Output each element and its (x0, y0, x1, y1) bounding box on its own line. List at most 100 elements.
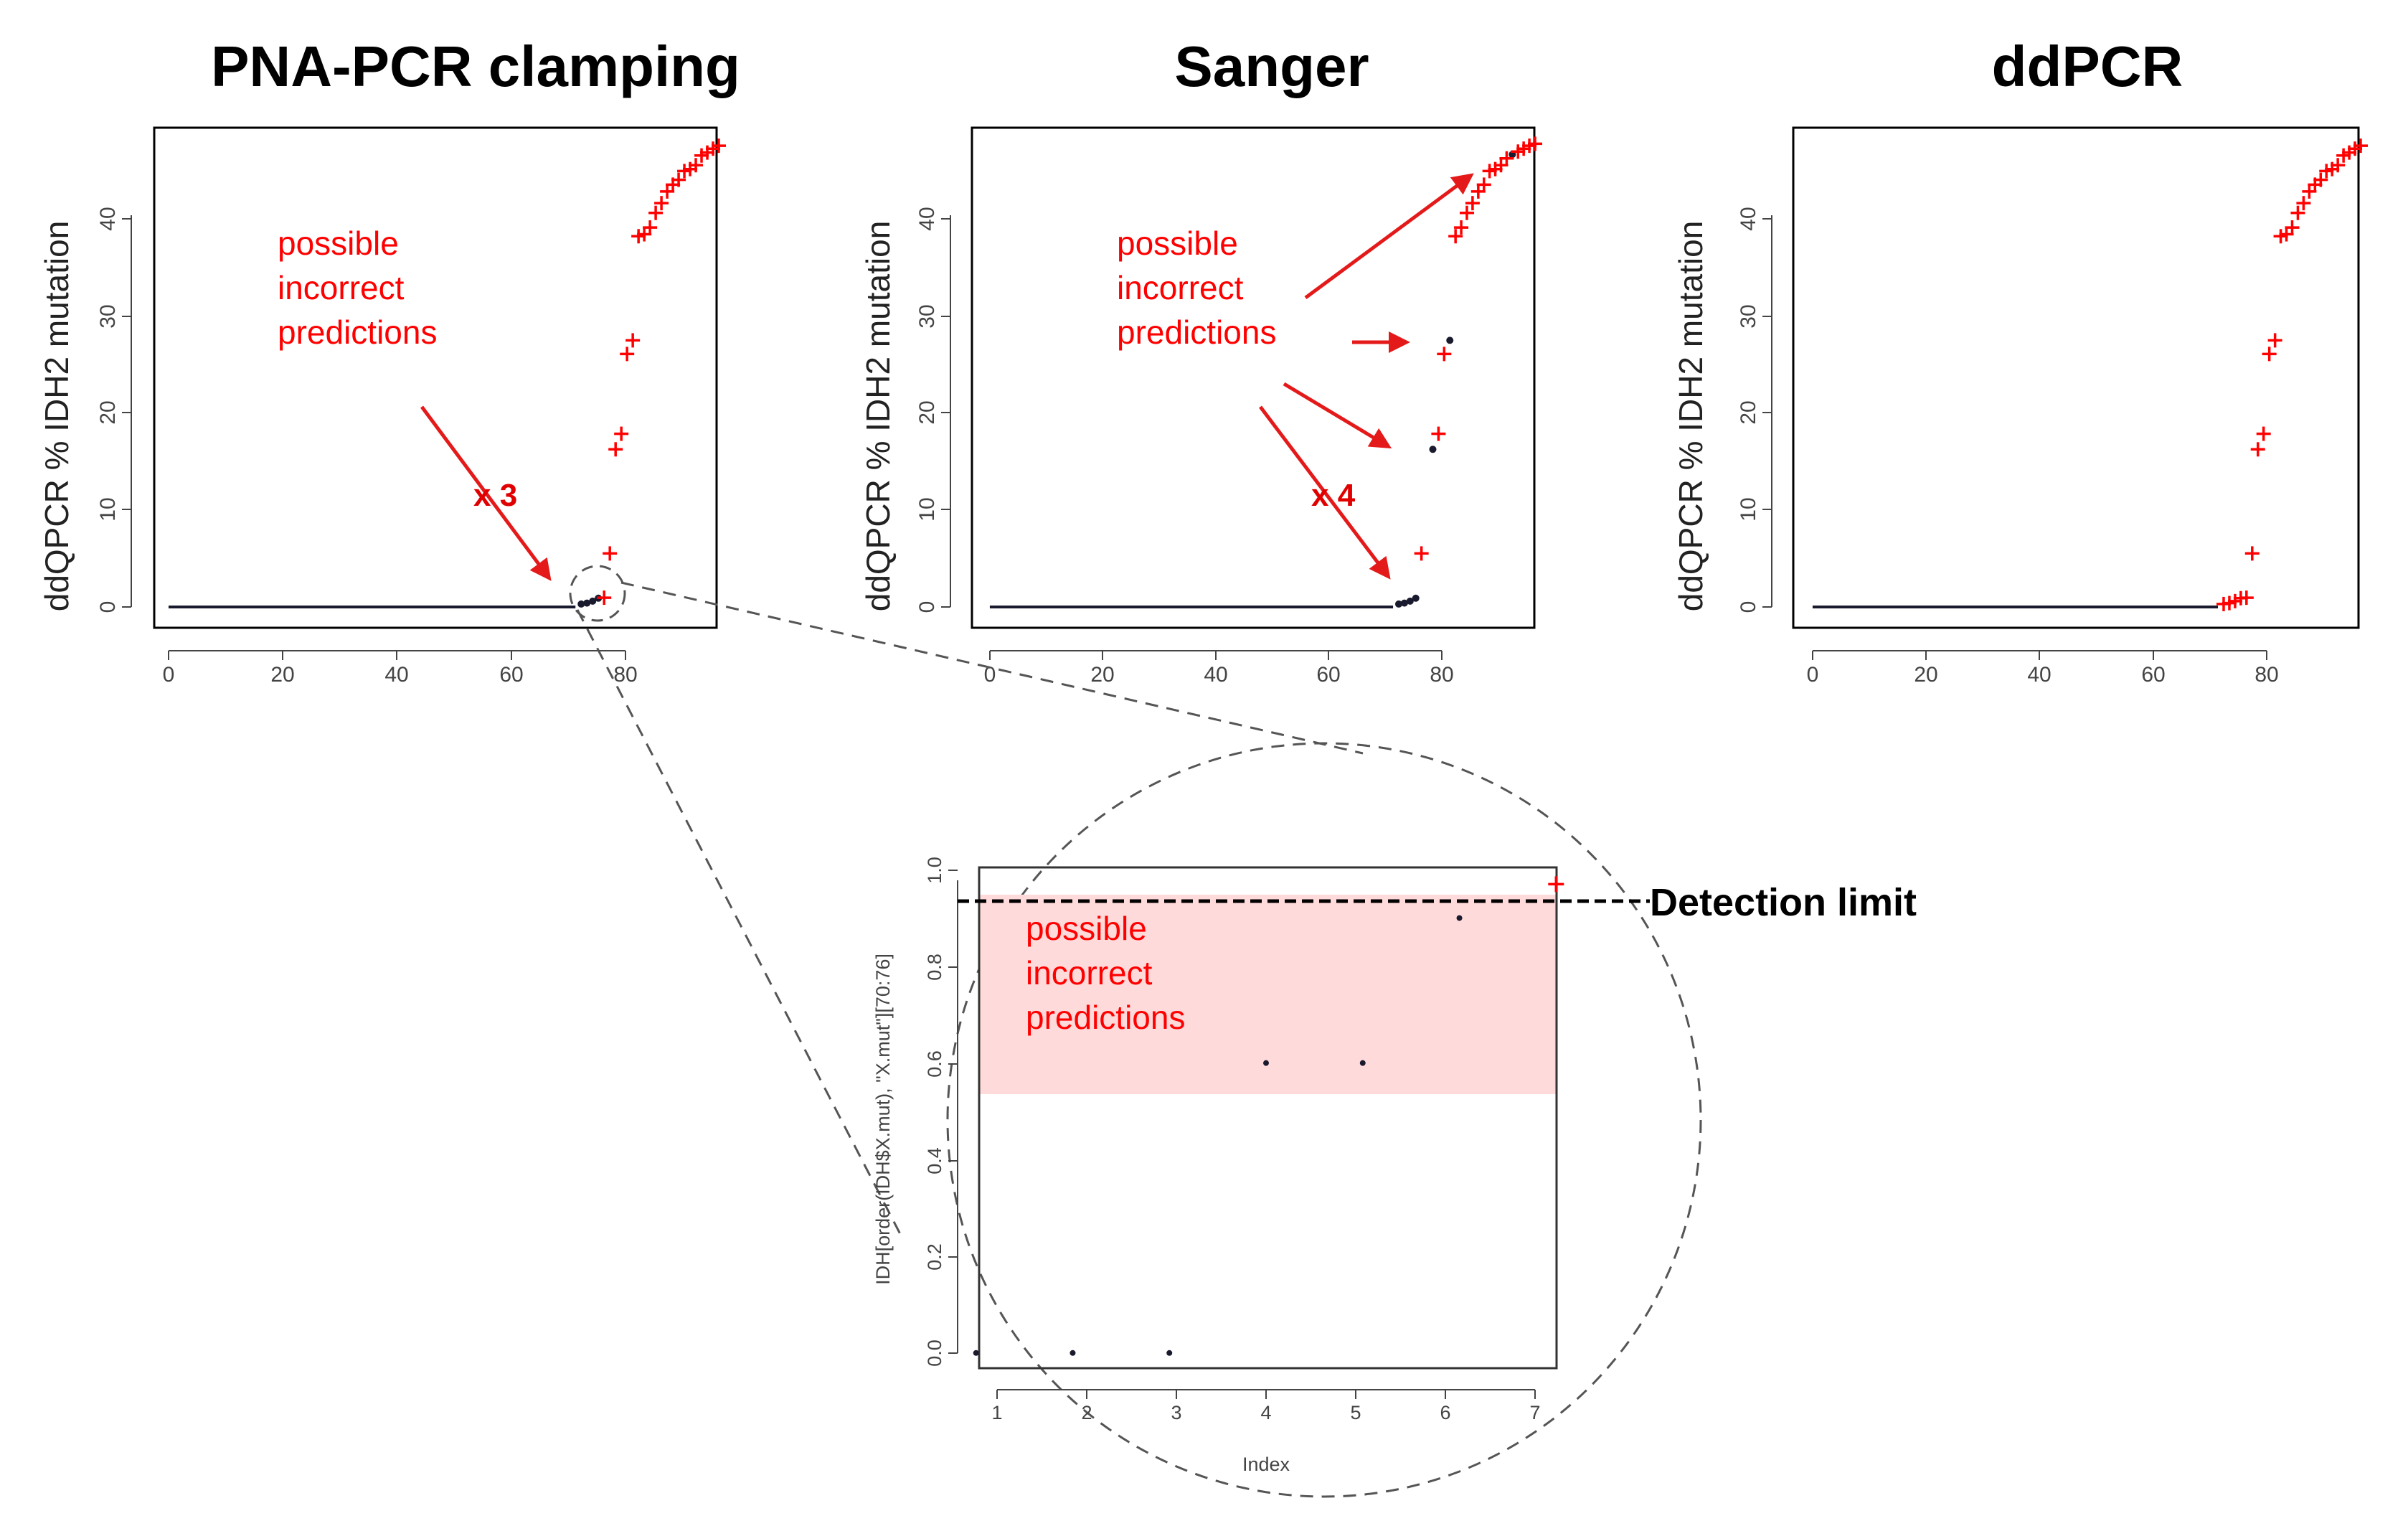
point-positive (2239, 590, 2254, 606)
point-positive (2256, 426, 2271, 441)
point-positive (2331, 158, 2346, 173)
plot-frame (978, 866, 1558, 1370)
svg-text:predictions: predictions (1117, 314, 1276, 351)
point-negative (1359, 1060, 1366, 1066)
x-ticks: 0 20 40 60 80 (163, 651, 638, 687)
y-tick-20: 20 (915, 400, 950, 425)
point-positive (620, 347, 635, 362)
y-tick-1-0: 1.0 (924, 857, 958, 884)
x-tick-60: 60 (2141, 651, 2166, 687)
y-tick-10: 10 (915, 497, 950, 522)
x-tick-7: 7 (1529, 1390, 1541, 1423)
point-positive (2262, 347, 2277, 362)
chart-zoom-inset: 1 2 3 4 5 6 7 0.0 0.2 0.4 0.6 0.8 1.0 In… (872, 742, 1917, 1498)
svg-text:6: 6 (1440, 1402, 1450, 1423)
y-axis-label: ddQPCR % IDH2 mutation (1672, 221, 1709, 612)
chart-title: PNA-PCR clamping (211, 34, 740, 98)
zoom-lens-circle (946, 742, 1702, 1498)
svg-text:20: 20 (1914, 663, 1937, 687)
svg-text:predictions: predictions (278, 314, 437, 351)
point-positive (2290, 205, 2305, 220)
svg-text:0.2: 0.2 (924, 1243, 945, 1271)
plot-frame (1792, 126, 2360, 629)
x-tick-0: 0 (1807, 651, 1819, 687)
chart-sanger: Sanger ddQPCR % IDH2 mutation 0 20 40 60… (859, 34, 1542, 687)
y-ticks: 0 10 20 30 40 (915, 207, 950, 613)
x-tick-6: 6 (1440, 1390, 1451, 1423)
annotation-arrow-1 (1304, 173, 1474, 300)
point-positive (643, 220, 658, 235)
point-positive (1459, 205, 1474, 220)
point-negative (1400, 599, 1408, 607)
y-tick-30: 30 (915, 304, 950, 329)
point-positive (2244, 546, 2260, 561)
svg-text:3: 3 (1171, 1402, 1181, 1423)
y-tick-40: 40 (915, 207, 950, 231)
svg-text:incorrect: incorrect (278, 269, 405, 306)
point-positive (1454, 220, 1469, 235)
x-axis-label: Index (1242, 1454, 1290, 1475)
point-negative (1456, 915, 1463, 921)
chart-ddpcr: ddPCR ddQPCR % IDH2 mutation 0 20 40 60 … (1672, 34, 2368, 687)
point-positive (648, 205, 664, 220)
data-points (973, 876, 1564, 1356)
y-tick-0-2: 0.2 (924, 1243, 958, 1271)
point-positive (2267, 333, 2282, 348)
svg-text:0: 0 (1807, 663, 1819, 687)
y-tick-0: 0 (1737, 601, 1772, 613)
multiplier-label: x 4 (1311, 478, 1356, 513)
svg-text:30: 30 (1737, 304, 1760, 328)
svg-text:0: 0 (96, 601, 120, 613)
svg-text:40: 40 (915, 207, 939, 230)
point-positive (2353, 138, 2368, 154)
svg-text:80: 80 (2254, 663, 2278, 687)
svg-text:4: 4 (1260, 1402, 1271, 1423)
point-positive (671, 172, 686, 187)
point-negative (1394, 600, 1402, 608)
svg-text:0.6: 0.6 (924, 1050, 945, 1078)
svg-text:predictions: predictions (1026, 999, 1185, 1036)
x-tick-4: 4 (1260, 1390, 1272, 1423)
svg-text:5: 5 (1350, 1402, 1361, 1423)
y-tick-0: 0 (915, 601, 950, 613)
y-tick-10: 10 (96, 497, 131, 522)
point-positive (1528, 136, 1542, 151)
svg-text:10: 10 (1737, 497, 1760, 521)
svg-text:20: 20 (1737, 400, 1760, 424)
svg-text:40: 40 (96, 207, 120, 230)
y-tick-20: 20 (1737, 400, 1772, 425)
y-tick-10: 10 (1737, 497, 1772, 522)
point-positive (1437, 347, 1452, 362)
x-tick-40: 40 (2027, 651, 2051, 687)
point-negative (583, 599, 591, 607)
point-positive (654, 196, 669, 211)
svg-text:60: 60 (2141, 663, 2165, 687)
chart-pna-pcr-clamping: PNA-PCR clamping ddQPCR % IDH2 mutation … (38, 34, 740, 687)
svg-text:20: 20 (915, 400, 939, 424)
svg-text:0.4: 0.4 (924, 1147, 945, 1174)
point-negative (1263, 1060, 1269, 1066)
x-tick-5: 5 (1350, 1390, 1361, 1423)
svg-text:20: 20 (270, 663, 294, 687)
y-tick-40: 40 (96, 207, 131, 231)
svg-text:0: 0 (1737, 601, 1760, 613)
svg-text:2: 2 (1081, 1402, 1092, 1423)
point-positive (1414, 546, 1429, 561)
y-tick-0-0: 0.0 (924, 1339, 958, 1367)
point-positive (614, 426, 629, 441)
point-positive (1431, 426, 1446, 441)
x-tick-80: 80 (2254, 651, 2279, 687)
x-tick-20: 20 (1914, 651, 1938, 687)
y-tick-0-4: 0.4 (924, 1147, 958, 1174)
x-ticks: 0 20 40 60 80 (1807, 651, 2279, 687)
svg-text:possible: possible (278, 225, 399, 262)
svg-text:incorrect: incorrect (1026, 954, 1153, 992)
point-positive (1499, 151, 1514, 166)
svg-text:60: 60 (499, 663, 523, 687)
svg-text:80: 80 (1430, 663, 1453, 687)
y-tick-30: 30 (96, 304, 131, 329)
point-negative (1412, 594, 1420, 602)
x-tick-20: 20 (270, 651, 295, 687)
chart-title: ddPCR (1992, 34, 2183, 98)
